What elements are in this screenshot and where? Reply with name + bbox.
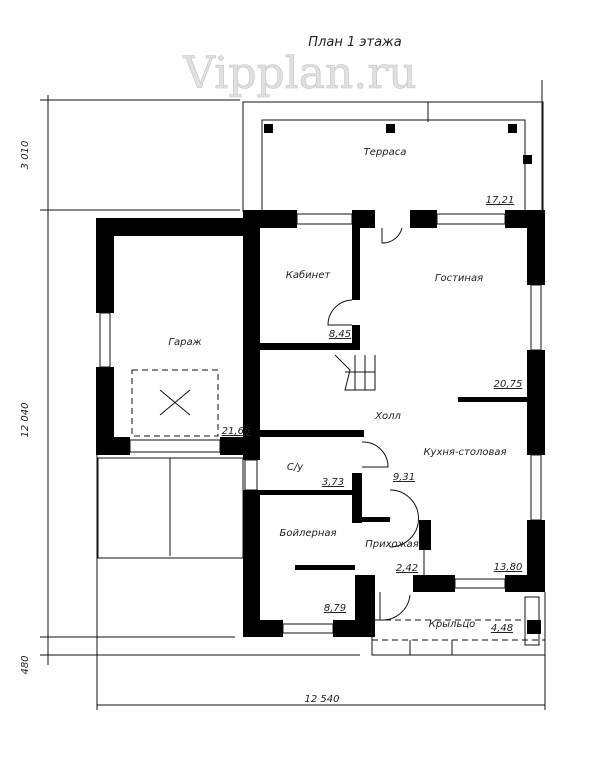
garage	[96, 218, 260, 559]
dim-total-width: 12 540	[305, 694, 340, 705]
room-garage-area: 21,66	[222, 426, 251, 437]
terrace	[242, 101, 544, 212]
room-terrace-name: Терраса	[364, 147, 407, 158]
room-boiler-name: Бойлерная	[279, 528, 336, 539]
room-wc-area: 3,73	[322, 477, 344, 488]
doors	[327, 227, 419, 621]
room-entry-name: Прихожая	[365, 539, 419, 550]
room-hall-name: Холл	[374, 411, 401, 422]
dim-terrace-depth: 3 010	[20, 141, 31, 170]
walls	[243, 210, 545, 637]
porch	[371, 592, 546, 656]
room-office-area: 8,45	[329, 329, 351, 340]
plan-title: План 1 этажа	[308, 35, 401, 50]
room-boiler-area: 8,79	[324, 603, 346, 614]
room-porch-name: Крыльцо	[429, 619, 476, 630]
room-entry-area: 2,42	[396, 563, 418, 574]
stairs	[334, 354, 376, 391]
room-living-area: 20,75	[494, 379, 523, 390]
room-hall-area: 9,31	[393, 472, 415, 483]
dim-house-depth: 12 040	[20, 403, 31, 438]
dim-porch-depth: 480	[20, 655, 31, 674]
dimension-lines	[40, 80, 546, 710]
room-office-name: Кабинет	[286, 269, 332, 281]
room-garage-name: Гараж	[168, 337, 201, 348]
watermark: Vipplan.ru	[182, 48, 416, 99]
room-wc-name: С/у	[287, 462, 304, 473]
room-kitchen-area: 13,80	[494, 562, 523, 573]
room-kitchen-name: Кухня-столовая	[423, 447, 506, 458]
room-living-name: Гостиная	[435, 273, 483, 284]
room-terrace-area: 17,21	[486, 195, 515, 206]
room-porch-area: 4,48	[491, 623, 513, 634]
